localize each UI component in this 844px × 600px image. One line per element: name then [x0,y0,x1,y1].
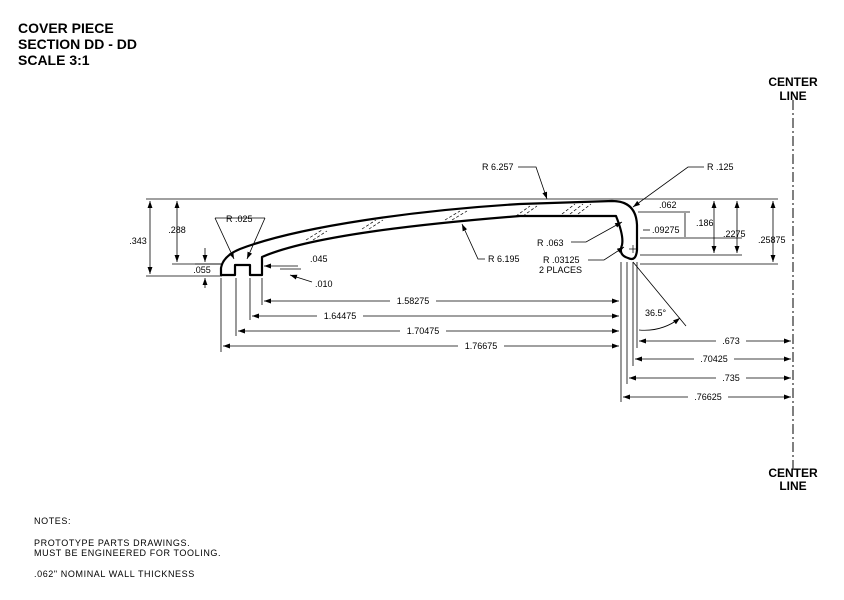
notes-heading: NOTES: [34,516,72,526]
angle-arc [638,317,681,331]
dim-164475-label: 1.64475 [324,311,357,321]
center-line-label-bottom-2: LINE [779,479,806,493]
dim-010-label: .010 [315,279,333,289]
dim-09275-label: .09275 [652,225,680,235]
callout-r03125: R .03125 [543,255,580,265]
callout-r063: R .063 [537,238,564,248]
dim-062-label: .062 [659,200,677,210]
dim-label-mask [317,310,363,322]
dim-label-mask [694,353,734,365]
cover-piece-profile [219,199,639,277]
section-hatching [305,203,592,241]
callout-r6195-leader [461,223,485,260]
dim-170475-label: 1.70475 [407,326,440,336]
dim-673-label: .673 [722,336,740,346]
note-line-2: MUST BE ENGINEERED FOR TOOLING. [34,548,222,558]
center-line-label-top-2: LINE [779,89,806,103]
dim-055-label: .055 [193,265,211,275]
dim-176675-label: 1.76675 [465,341,498,351]
callout-r125-leader [632,166,704,208]
dim-045-label: .045 [310,254,328,264]
callout-r03125-leader [588,246,625,261]
right-extension-lines [612,198,778,265]
dim-label-mask [716,372,746,384]
drawing-title: COVER PIECE [18,20,114,36]
callout-r025-leader-1 [214,217,235,260]
note-line-1: PROTOTYPE PARTS DRAWINGS. [34,538,191,548]
center-line-label-bottom-1: CENTER [768,466,818,480]
dim-288-label: .288 [168,225,186,235]
dim-186-label: .186 [696,218,714,228]
angle-ray [632,261,687,327]
callout-r063-leader [571,221,623,243]
dim-label-mask [390,295,436,307]
note-line-3: .062" NOMINAL WALL THICKNESS [34,569,195,579]
callout-r125: R .125 [707,162,734,172]
scale-label: SCALE 3:1 [18,52,90,68]
callout-r6195: R 6.195 [488,254,520,264]
dim-label-mask [400,325,446,337]
section-label: SECTION DD - DD [18,36,137,52]
horizontal-extension-lines [220,262,638,402]
callout-r6257: R 6.257 [482,162,514,172]
dim-label-mask [716,335,746,347]
dim-70425-label: .70425 [700,354,728,364]
center-line-label-top-1: CENTER [768,75,818,89]
dim-76625-label: .76625 [694,392,722,402]
arc-center-mark [629,245,637,253]
dim-343-label: .343 [129,236,147,246]
callout-two-places: 2 PLACES [539,265,582,275]
dim-158275-label: 1.58275 [397,296,430,306]
callout-r025: R .025 [226,214,253,224]
dim-label-mask [458,340,504,352]
dim-010-leader [289,274,313,283]
dim-25875-label: .25875 [758,235,786,245]
dim-2275-label: .2275 [723,229,746,239]
dim-735-label: .735 [722,373,740,383]
callout-r025-leader-2 [246,217,266,260]
dim-label-mask [688,391,728,403]
callout-r6257-leader [518,166,548,200]
left-extension-lines [146,198,612,277]
angle-label: 36.5° [645,308,667,318]
